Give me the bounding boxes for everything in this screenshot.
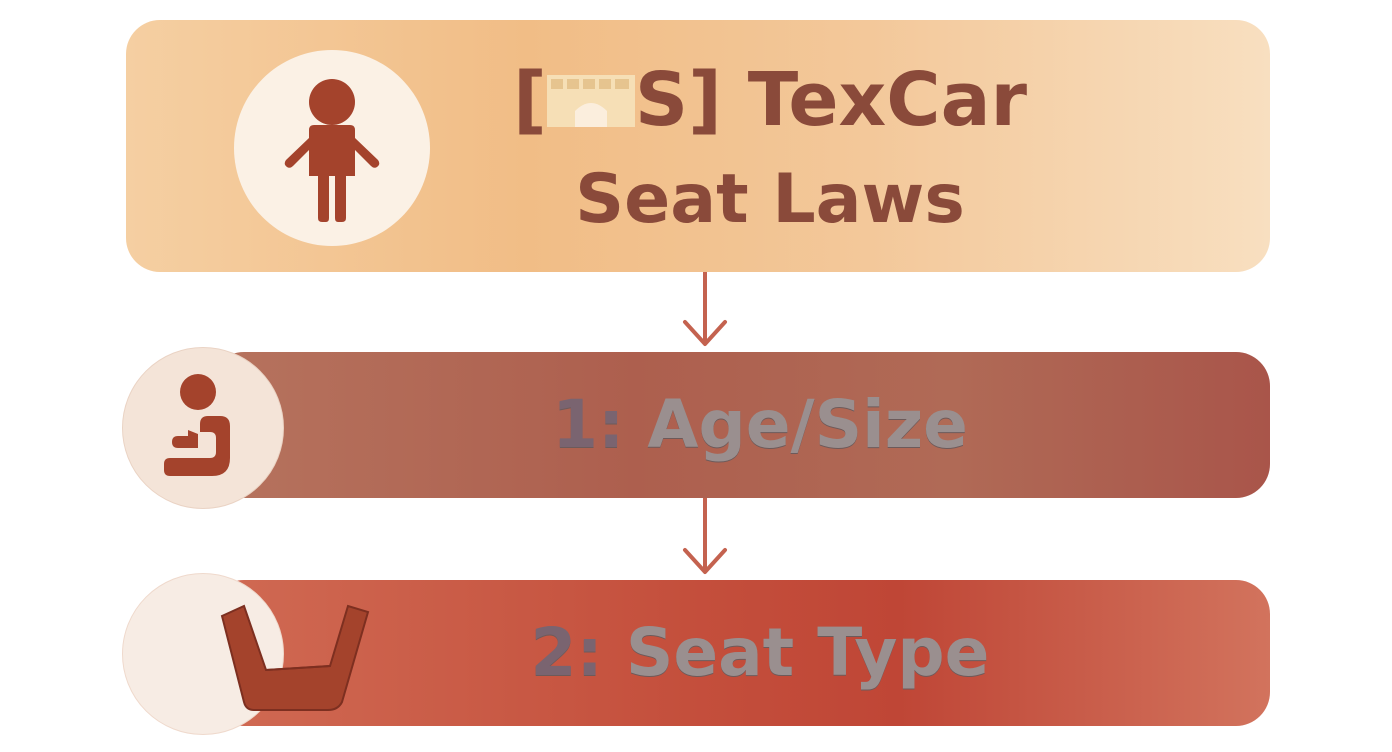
car-seat-icon — [220, 604, 370, 711]
booster-seat-icon — [164, 374, 230, 476]
step-1-box — [210, 352, 1270, 498]
title-line-1: [S] TexCar — [512, 57, 1028, 143]
down-arrow-2 — [683, 498, 727, 574]
step-2-label: 2: Seat Type — [530, 614, 990, 691]
castle-icon — [546, 75, 635, 128]
step-1-label: 1: Age/Size — [552, 386, 968, 463]
step-2-box — [210, 580, 1270, 726]
down-arrow-1 — [683, 272, 727, 346]
child-icon — [284, 79, 380, 222]
title-line-2: Seat Laws — [575, 160, 965, 239]
